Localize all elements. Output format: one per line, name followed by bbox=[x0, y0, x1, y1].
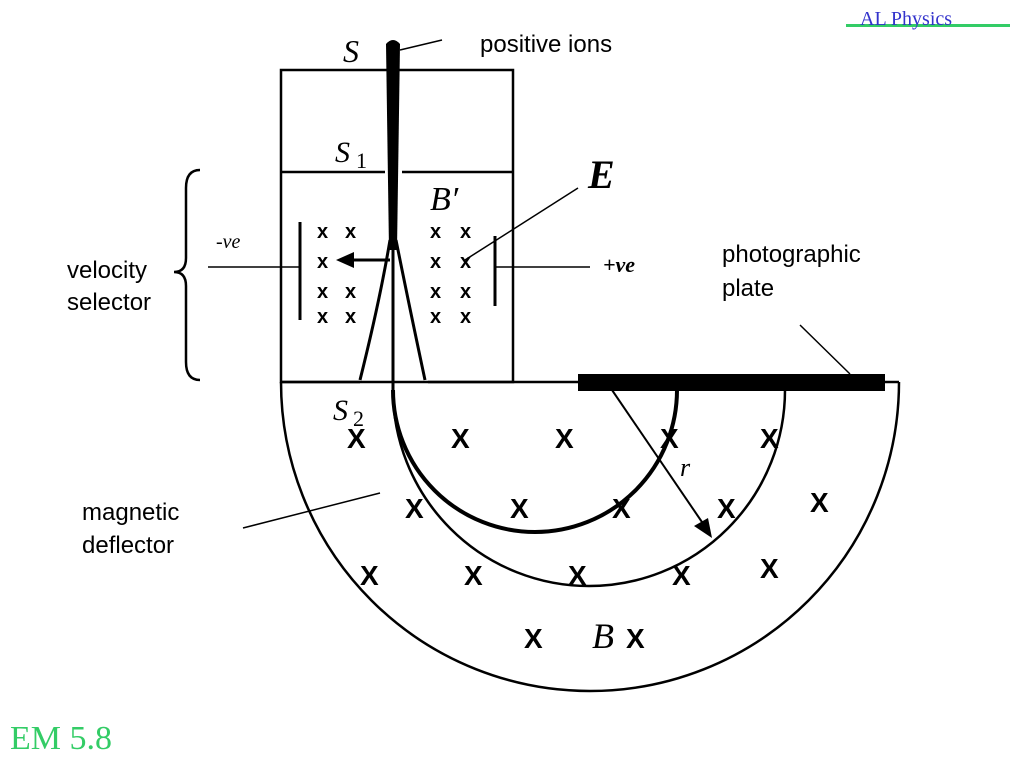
field-mark-big: X bbox=[660, 423, 679, 454]
photographic-plate-label-2: plate bbox=[722, 275, 774, 302]
ion-source-beam bbox=[386, 40, 400, 250]
field-mark-big: X bbox=[405, 493, 424, 524]
electric-field-label: E bbox=[587, 152, 615, 197]
field-mark: x bbox=[460, 281, 471, 303]
field-mark: x bbox=[460, 306, 471, 328]
field-mark-big: X bbox=[510, 493, 529, 524]
force-arrow bbox=[336, 252, 390, 268]
photographic-plate bbox=[578, 374, 885, 391]
source-label: S bbox=[343, 33, 359, 69]
field-mark: x bbox=[345, 281, 356, 303]
field-mark-big: X bbox=[626, 623, 645, 654]
field-mark-big: X bbox=[717, 493, 736, 524]
velocity-selector-brace bbox=[173, 168, 201, 382]
header-underline bbox=[846, 24, 1010, 27]
radius-label: r bbox=[680, 453, 691, 482]
field-mark: x bbox=[430, 221, 441, 243]
field-mark: x bbox=[317, 306, 328, 328]
field-mark-big: X bbox=[360, 560, 379, 591]
magnetic-deflector-region bbox=[279, 381, 901, 693]
field-mark: x bbox=[345, 221, 356, 243]
positive-plate-label: +ve bbox=[603, 252, 635, 277]
slide-id: EM 5.8 bbox=[10, 720, 112, 757]
field-mark-big: X bbox=[810, 487, 829, 518]
b-prime-label: B′ bbox=[430, 181, 459, 218]
field-mark: x bbox=[317, 221, 328, 243]
ion-paths-deflector bbox=[391, 389, 787, 588]
field-mark-big: X bbox=[760, 553, 779, 584]
field-mark-big: X bbox=[464, 560, 483, 591]
field-mark-big: X bbox=[347, 423, 366, 454]
slit2-label: S bbox=[333, 394, 348, 427]
ion-paths-selector bbox=[358, 239, 427, 390]
slit2-subscript: 2 bbox=[353, 406, 364, 431]
field-mark-big: X bbox=[568, 560, 587, 591]
negative-plate-label: -ve bbox=[216, 231, 241, 253]
field-mark-big: X bbox=[451, 423, 470, 454]
field-mark: x bbox=[430, 281, 441, 303]
magnetic-field-label: B bbox=[592, 616, 614, 656]
field-mark: x bbox=[345, 306, 356, 328]
field-mark-big: X bbox=[760, 423, 779, 454]
field-mark-big: X bbox=[524, 623, 543, 654]
photographic-plate-label-1: photographic bbox=[722, 241, 861, 268]
selector-field-marks: x x x x x x x x x x x x x x x bbox=[317, 221, 471, 328]
velocity-selector-label-2: selector bbox=[67, 289, 151, 316]
electric-plates bbox=[298, 222, 497, 320]
field-mark-big: X bbox=[672, 560, 691, 591]
velocity-selector-box bbox=[279, 68, 580, 384]
field-mark: x bbox=[317, 281, 328, 303]
header-title: AL Physics bbox=[860, 8, 953, 30]
deflector-field-marks: X X X X X X X X X X X X X X X X X bbox=[347, 423, 829, 654]
slit1-subscript: 1 bbox=[356, 148, 367, 173]
magnetic-deflector-label-1: magnetic bbox=[82, 499, 179, 526]
velocity-selector-label-1: velocity bbox=[67, 257, 147, 284]
field-mark: x bbox=[317, 251, 328, 273]
positive-ions-label: positive ions bbox=[480, 31, 612, 58]
field-mark-big: X bbox=[612, 493, 631, 524]
pointer-lines bbox=[242, 39, 851, 529]
magnetic-deflector-label-2: deflector bbox=[82, 532, 174, 559]
field-mark-big: X bbox=[555, 423, 574, 454]
field-mark: x bbox=[460, 221, 471, 243]
field-mark: x bbox=[460, 251, 471, 273]
radius-arrow bbox=[611, 389, 712, 538]
field-mark: x bbox=[430, 251, 441, 273]
slit1-label: S bbox=[335, 136, 350, 169]
field-mark: x bbox=[430, 306, 441, 328]
